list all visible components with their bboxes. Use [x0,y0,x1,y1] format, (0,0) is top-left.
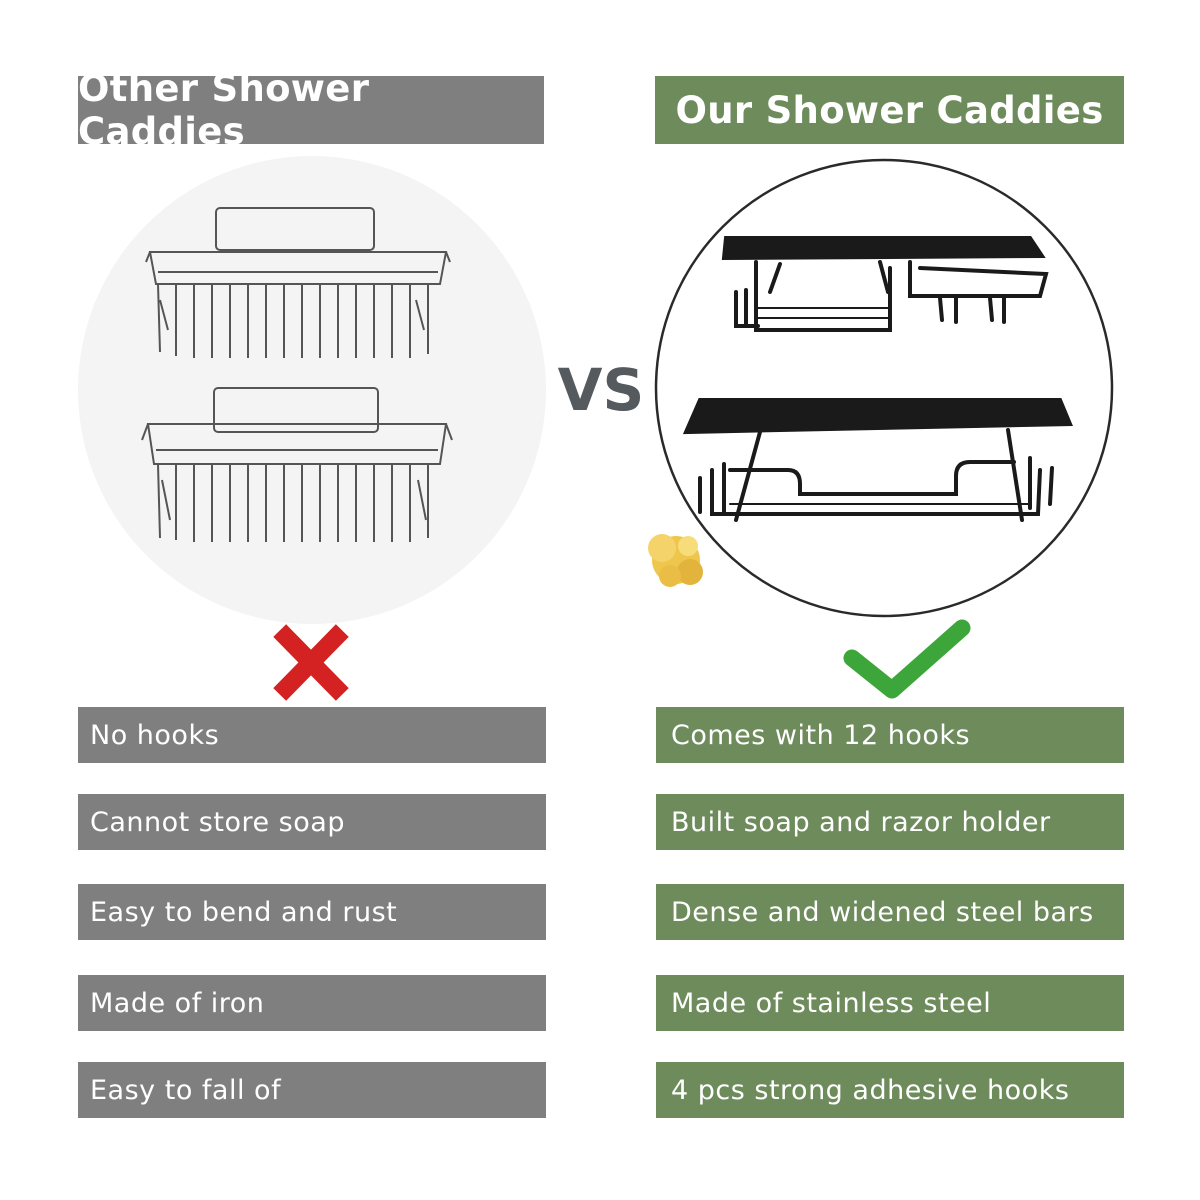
other-feature-4: Made of iron [78,975,546,1031]
our-feature-2: Built soap and razor holder [656,794,1124,850]
other-feature-5: Easy to fall of [78,1062,546,1118]
our-feature-5: 4 pcs strong adhesive hooks [656,1062,1124,1118]
our-feature-3: Dense and widened steel bars [656,884,1124,940]
other-feature-1: No hooks [78,707,546,763]
check-icon [843,619,971,699]
our-feature-4: Made of stainless steel [656,975,1124,1031]
other-caddy-image [78,156,546,624]
vs-label: VS [557,356,645,424]
other-feature-3: Easy to bend and rust [78,884,546,940]
our-caddies-heading: Our Shower Caddies [655,76,1124,144]
sponge-icon [648,534,703,587]
other-feature-2: Cannot store soap [78,794,546,850]
our-feature-1: Comes with 12 hooks [656,707,1124,763]
cross-icon [273,624,349,701]
our-caddy-image [648,158,1114,618]
